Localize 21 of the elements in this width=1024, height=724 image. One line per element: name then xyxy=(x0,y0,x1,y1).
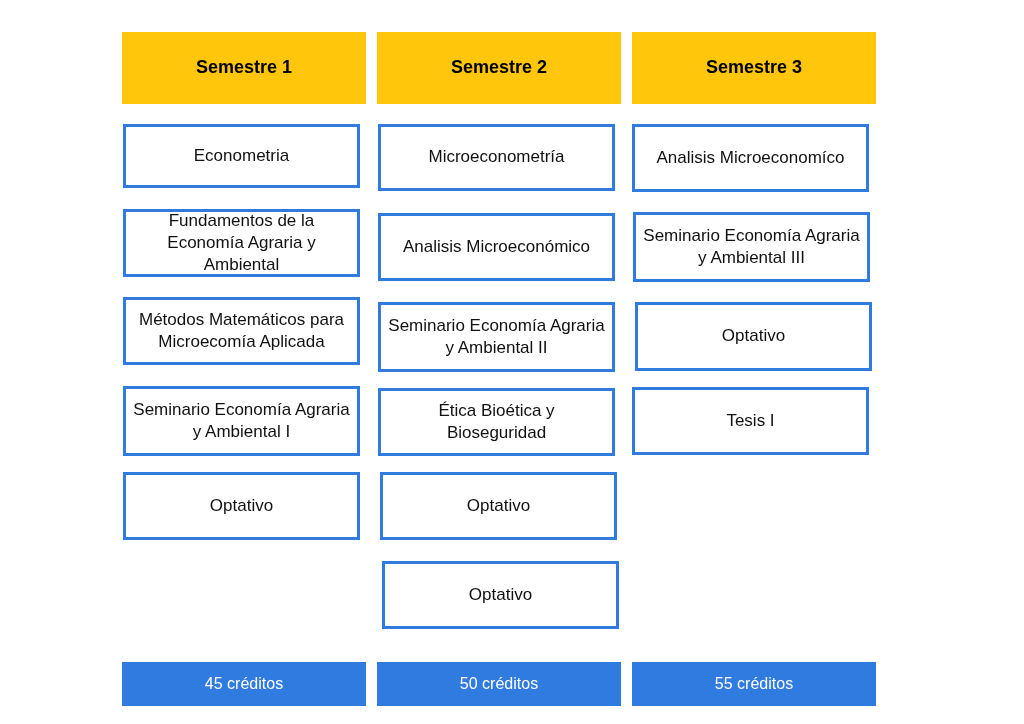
semester-header: Semestre 1 xyxy=(122,32,366,104)
course-box: Econometria xyxy=(123,124,360,188)
course-box: Ética Bioética y Bioseguridad xyxy=(378,388,615,456)
course-box: Seminario Economía Agraria y Ambiental I xyxy=(123,386,360,456)
course-box: Analisis Microeconómico xyxy=(378,213,615,281)
course-box: Optativo xyxy=(382,561,619,629)
course-box: Tesis I xyxy=(632,387,869,455)
course-box: Microeconometría xyxy=(378,124,615,191)
credits-bar: 55 créditos xyxy=(632,662,876,706)
credits-bar: 45 créditos xyxy=(122,662,366,706)
semester-header: Semestre 3 xyxy=(632,32,876,104)
course-box: Seminario Economía Agraria y Ambiental III xyxy=(633,212,870,282)
course-box: Métodos Matemáticos para Microecomía Aplicada xyxy=(123,297,360,365)
course-box: Seminario Economía Agraria y Ambiental II xyxy=(378,302,615,372)
course-box: Analisis Microeconomíco xyxy=(632,124,869,192)
course-box: Optativo xyxy=(380,472,617,540)
course-box: Fundamentos de la Economía Agraria y Ambiental xyxy=(123,209,360,277)
course-box: Optativo xyxy=(123,472,360,540)
semester-header: Semestre 2 xyxy=(377,32,621,104)
credits-bar: 50 créditos xyxy=(377,662,621,706)
course-box: Optativo xyxy=(635,302,872,371)
